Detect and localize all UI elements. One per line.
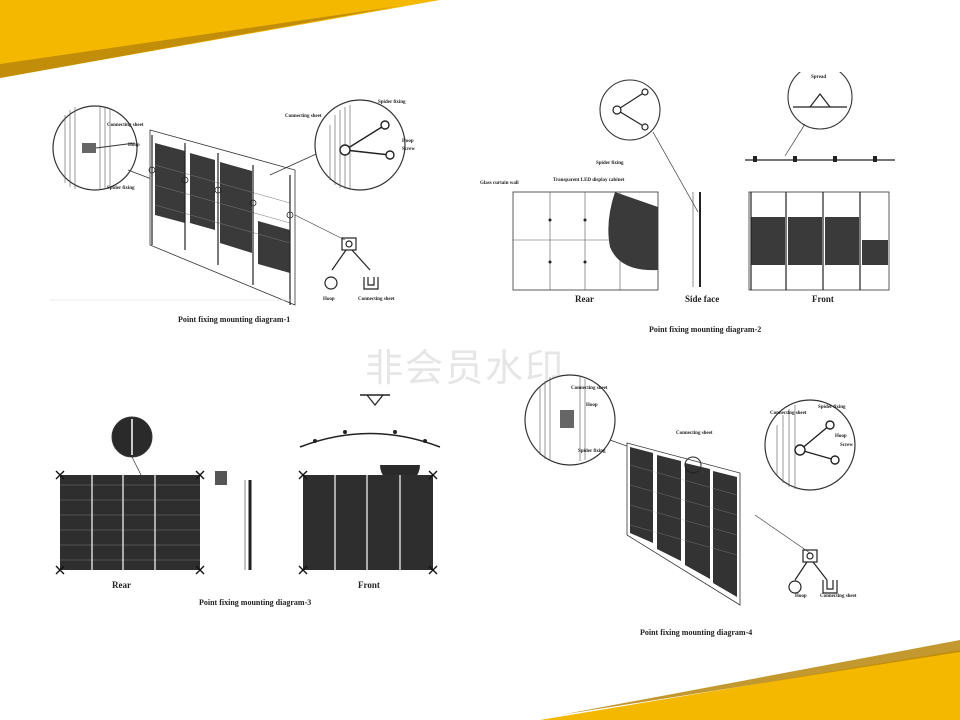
d4-panel xyxy=(626,442,741,606)
d3-front-view xyxy=(298,394,441,575)
d4-hoop-detail xyxy=(788,549,838,594)
d2-view-side: Side face xyxy=(685,294,720,304)
d2-rear-view xyxy=(512,191,659,291)
d2-caption: Point fixing mounting diagram-2 xyxy=(649,325,762,334)
d2-label-glass-curtain-wall: Glass curtain wall xyxy=(480,181,519,186)
d4-label-spider-fixing-b: Spider fixing xyxy=(818,405,846,410)
d4-label-connecting-sheet-d: Connecting sheet xyxy=(820,594,857,599)
d1-label-hoop-b: Hoop xyxy=(402,139,414,144)
d2-label-spread: Spread xyxy=(811,75,827,80)
d1-label-hoop-a: Hoop xyxy=(128,143,140,148)
d4-label-connecting-sheet-a: Connecting sheet xyxy=(571,386,608,391)
d1-label-spider-fixing-a: Spider fixing xyxy=(107,186,135,191)
d2-view-front: Front xyxy=(812,294,834,304)
d4-label-screw: Screw xyxy=(840,443,853,448)
d4-caption: Point fixing mounting diagram-4 xyxy=(640,628,753,637)
d2-side-view xyxy=(599,79,701,287)
d4-label-hoop-c: Hoop xyxy=(795,594,807,599)
d3-caption: Point fixing mounting diagram-3 xyxy=(199,598,312,607)
d1-label-screw: Screw xyxy=(402,147,415,152)
d1-label-spider-fixing-b: Spider fixing xyxy=(378,100,406,105)
top-left-dark-band xyxy=(0,6,400,78)
d4-label-spider-fixing-a: Spider fixing xyxy=(578,449,606,454)
detail-circle-left xyxy=(52,105,138,191)
d2-label-spider-fixing: Spider fixing xyxy=(596,161,624,166)
diagram-1-panel xyxy=(148,129,296,306)
d3-view-front: Front xyxy=(358,580,380,590)
d1-label-connecting-sheet-a: Connecting sheet xyxy=(107,123,144,128)
top-left-gold-band xyxy=(0,0,440,78)
d4-label-hoop-b: Hoop xyxy=(835,434,847,439)
d1-caption: Point fixing mounting diagram-1 xyxy=(178,315,291,324)
diagram-2 xyxy=(512,72,895,291)
d3-rear-view xyxy=(55,416,205,575)
diagram-1 xyxy=(50,99,406,306)
d4-detail-left xyxy=(524,374,681,466)
d2-view-rear: Rear xyxy=(575,294,594,304)
bottom-right-dark-band xyxy=(560,640,960,715)
d4-detail-right xyxy=(754,399,856,554)
d1-label-hoop-c: Hoop xyxy=(323,297,335,302)
diagram-4 xyxy=(524,374,856,606)
d2-label-transparent-cabinet: Transparent LED display cabinet xyxy=(553,178,625,183)
d2-front-view xyxy=(745,72,895,291)
hoop-detail xyxy=(324,237,379,290)
watermark: 非会员水印 xyxy=(365,346,566,390)
d3-side-view xyxy=(215,471,252,570)
d4-label-hoop-a: Hoop xyxy=(586,403,598,408)
d1-label-connecting-sheet-b: Connecting sheet xyxy=(285,114,322,119)
d1-label-connecting-sheet-c: Connecting sheet xyxy=(358,297,395,302)
d3-view-rear: Rear xyxy=(112,580,131,590)
d4-label-connecting-sheet-c: Connecting sheet xyxy=(770,411,807,416)
diagram-3 xyxy=(55,394,441,575)
d4-label-connecting-sheet-b: Connecting sheet xyxy=(676,431,713,436)
detail-circle-right xyxy=(314,99,406,191)
